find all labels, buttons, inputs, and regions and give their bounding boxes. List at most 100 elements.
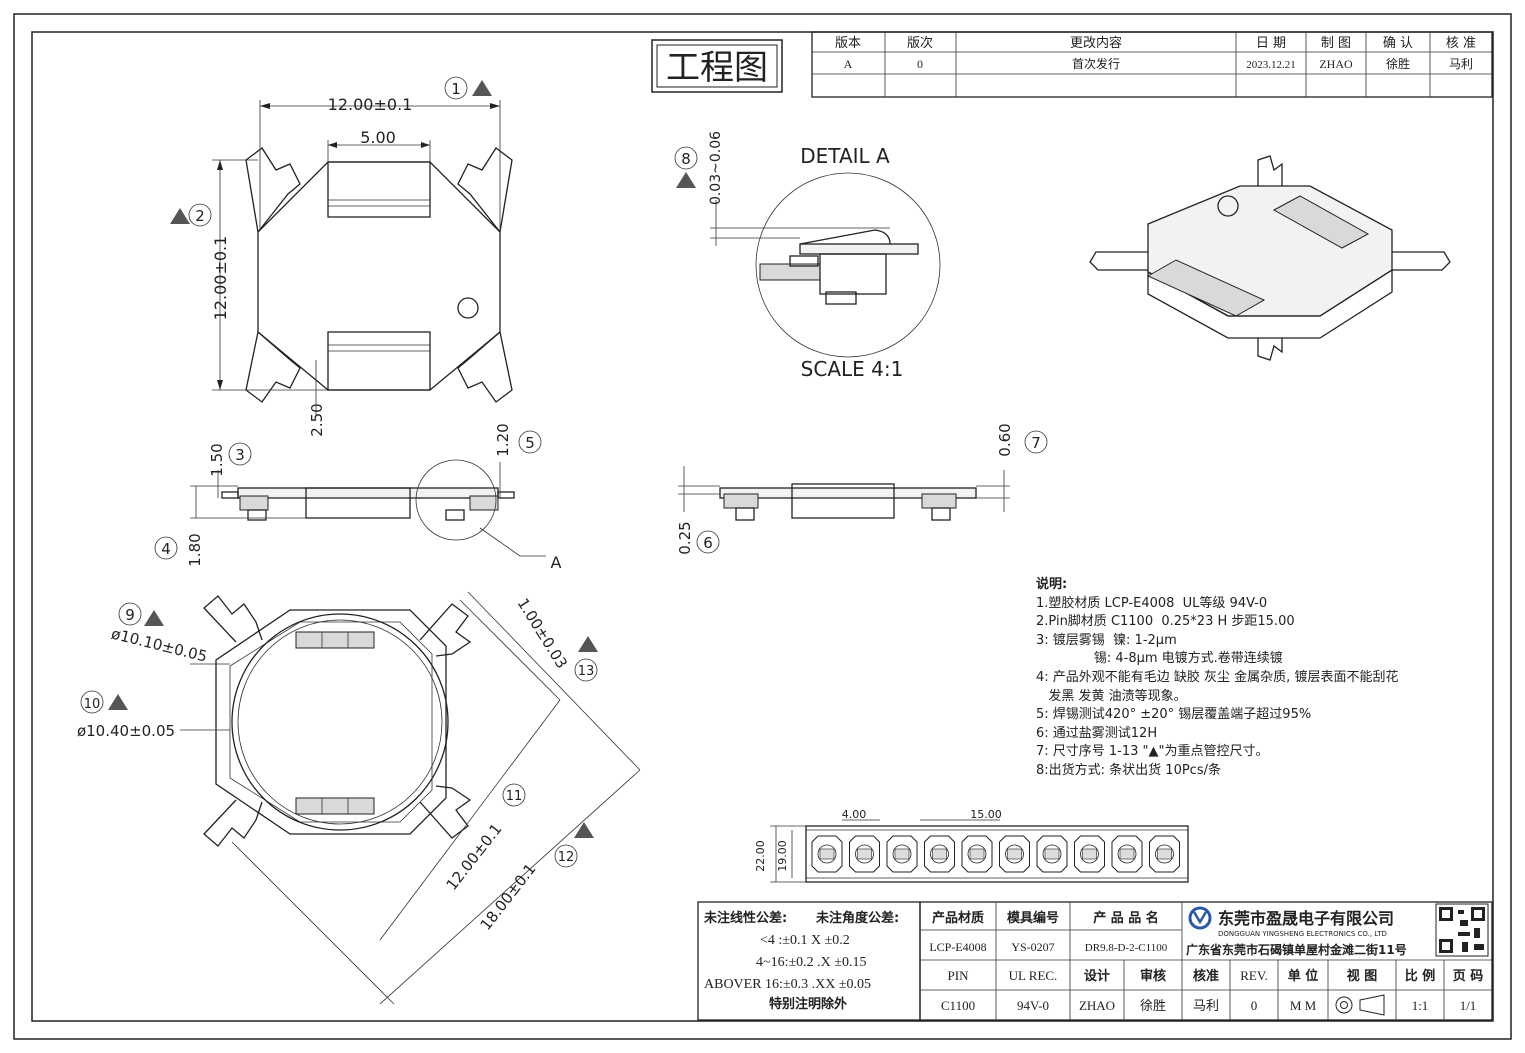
rev-cell-edition: 0: [917, 57, 923, 71]
top-dim-width: 12.00±0.1: [328, 95, 413, 114]
bottom-dim-outer-dia: ø10.40±0.05: [77, 722, 175, 740]
rev-cell-approve: 马利: [1449, 57, 1473, 71]
tb-h-review: 审核: [1140, 968, 1166, 984]
tb-v-review: 徐胜: [1140, 999, 1166, 1014]
marker-7: 7: [1031, 434, 1041, 452]
tb-h-design: 设计: [1084, 968, 1110, 984]
tb-company-name: 东莞市盈晟电子有限公司: [1218, 909, 1394, 928]
tb-company-en: DONGGUAN YINGSHENG ELECTRONICS CO., LTD: [1218, 930, 1387, 938]
rev-header-edition: 版次: [907, 35, 933, 51]
key-dimension-triangle-icon: [472, 80, 492, 96]
detail-ref-label: A: [551, 553, 562, 572]
note-line-10: 8:出货方式: 条状出货 10Pcs/条: [1036, 762, 1221, 778]
tb-h-page: 页 码: [1453, 969, 1484, 984]
strip-part: [1149, 835, 1180, 873]
title-block: 产品材质 模具编号 产 品 品 名 LCP-E4008 YS-0207 DR9.…: [919, 901, 1493, 1021]
rev-cell-drawn: ZHAO: [1319, 57, 1353, 71]
marker-4: 4: [161, 540, 171, 558]
bottom-dim-pin: 1.00±0.03: [514, 595, 571, 672]
side-view-left: A 1.50 1.80 1.20 3 4 5: [154, 423, 562, 572]
strip-part: [811, 835, 843, 873]
marker-10: 10: [84, 697, 101, 712]
rev-cell-version: A: [844, 57, 853, 71]
top-view: 12.00±0.1 5.00 12.00±0.1 2.50 1 2: [170, 76, 513, 437]
tol-line-2: 4~16:±0.2 .X ±0.15: [756, 955, 866, 970]
tol-line-4: 特别注明除外: [769, 996, 847, 1012]
strip-dim-h-inner: 19.00: [776, 840, 789, 872]
marker-3: 3: [235, 446, 245, 464]
rev-header-date: 日 期: [1256, 36, 1286, 51]
detail-a: DETAIL A 0.03~0.06 8 SCALE 4:1: [674, 131, 941, 381]
isometric-view: [1089, 155, 1451, 361]
tb-h-view: 视 图: [1347, 968, 1378, 984]
tb-h-product: 产 品 品 名: [1093, 910, 1159, 926]
marker-1: 1: [451, 80, 461, 98]
strip-part: [1074, 835, 1105, 873]
marker-11: 11: [506, 789, 523, 804]
tb-v-ul: 94V-0: [1017, 998, 1049, 1013]
tolerance-block: 未注线性公差: 未注角度公差: <4 :±0.1 X ±0.2 4~16:±0.…: [697, 901, 921, 1021]
note-line-4: 锡: 4-8μm 电镀方式.卷带连续镀: [1036, 651, 1283, 667]
key-dimension-triangle-icon: [144, 610, 164, 626]
rev-header-drawn: 制 图: [1321, 36, 1351, 51]
strip-part: [1111, 835, 1143, 873]
outer-border: [13, 13, 1512, 1040]
tol-title-linear: 未注线性公差:: [703, 910, 787, 926]
strip-part: [886, 835, 918, 873]
tb-h-mold: 模具编号: [1007, 910, 1059, 926]
tol-line-3: ABOVER 16:±0.3 .XX ±0.05: [704, 977, 871, 992]
key-dimension-triangle-icon: [108, 694, 128, 710]
marker-6: 6: [703, 534, 713, 552]
tb-v-product: DR9.8-D-2-C1100: [1085, 942, 1168, 954]
marker-8: 8: [681, 150, 691, 168]
notes-block: 说明: 1.塑胶材质 LCP-E4008 UL等级 94V-0 2.Pin脚材质…: [1036, 576, 1496, 781]
inner-border: [31, 31, 1494, 1022]
key-dimension-triangle-icon: [578, 636, 598, 652]
key-dimension-triangle-icon: [574, 822, 594, 838]
side-dim-a: 1.50: [208, 443, 226, 476]
strip-dim-h-outer: 22.00: [754, 840, 767, 872]
notes-title: 说明:: [1036, 577, 1068, 592]
rev-header-approve: 核 准: [1446, 36, 1476, 51]
note-line-6: 发黑 发黄 油渍等现象。: [1036, 688, 1187, 704]
revision-table: 版本 版次 更改内容 日 期 制 图 确 认 核 准 A 0 首次发行 2023…: [811, 31, 1493, 98]
tb-company-address: 广东省东莞市石碣镇单屋村金滩二街11号: [1186, 942, 1407, 957]
company-logo: [1188, 906, 1212, 930]
tb-v-unit: M M: [1290, 998, 1317, 1013]
side-view-right: 0.60 0.25 7 6: [676, 423, 1048, 555]
note-line-8: 6: 通过盐雾测试12H: [1036, 725, 1158, 741]
rev-header-change: 更改内容: [1070, 35, 1122, 51]
strip-part: [924, 835, 955, 873]
bottom-dim-total: 18.00±0.1: [477, 860, 540, 934]
drawing-title-box: 工程图: [651, 39, 783, 93]
strip-cells: [811, 835, 1180, 873]
top-dim-height: 12.00±0.1: [211, 236, 230, 321]
rev-cell-change: 首次发行: [1072, 56, 1120, 71]
tb-v-page: 1/1: [1460, 998, 1477, 1013]
top-dim-slot: 5.00: [360, 128, 396, 147]
key-dimension-triangle-icon: [676, 172, 696, 188]
strip-view: 4.00 15.00 22.00 19.00: [754, 808, 1189, 883]
detail-title: DETAIL A: [800, 144, 890, 168]
rev-header-confirm: 确 认: [1383, 36, 1413, 51]
note-line-5: 4: 产品外观不能有毛边 缺胶 灰尘 金属杂质, 镀层表面不能刮花: [1036, 669, 1399, 685]
tol-title-angle: 未注角度公差:: [815, 910, 899, 926]
bottom-dim-inner-dia: ø10.10±0.05: [109, 625, 209, 666]
tb-v-approve: 马利: [1193, 999, 1219, 1014]
note-line-7: 5: 焊锡测试420° ±20° 锡层覆盖端子超过95%: [1036, 707, 1312, 723]
tb-h-scale: 比 例: [1405, 968, 1436, 984]
tb-h-material: 产品材质: [932, 910, 984, 926]
tb-v-design: ZHAO: [1079, 998, 1115, 1013]
drawing-title: 工程图: [666, 48, 768, 88]
detail-scale: SCALE 4:1: [801, 357, 904, 381]
side-right-dim-b: 0.25: [676, 521, 694, 554]
note-line-3: 3: 镀层雾锡 镍: 1-2μm: [1036, 632, 1177, 648]
strip-dim-pitch: 15.00: [970, 808, 1002, 821]
tb-v-scale: 1:1: [1412, 998, 1429, 1013]
bottom-view: ø10.10±0.05 ø10.40±0.05 1.00±0.03 12.00±…: [77, 591, 641, 1005]
note-line-2: 2.Pin脚材质 C1100 0.25*23 H 步距15.00: [1036, 614, 1295, 630]
strip-part: [1036, 835, 1068, 873]
marker-2: 2: [195, 207, 205, 225]
key-dimension-triangle-icon: [170, 208, 190, 224]
